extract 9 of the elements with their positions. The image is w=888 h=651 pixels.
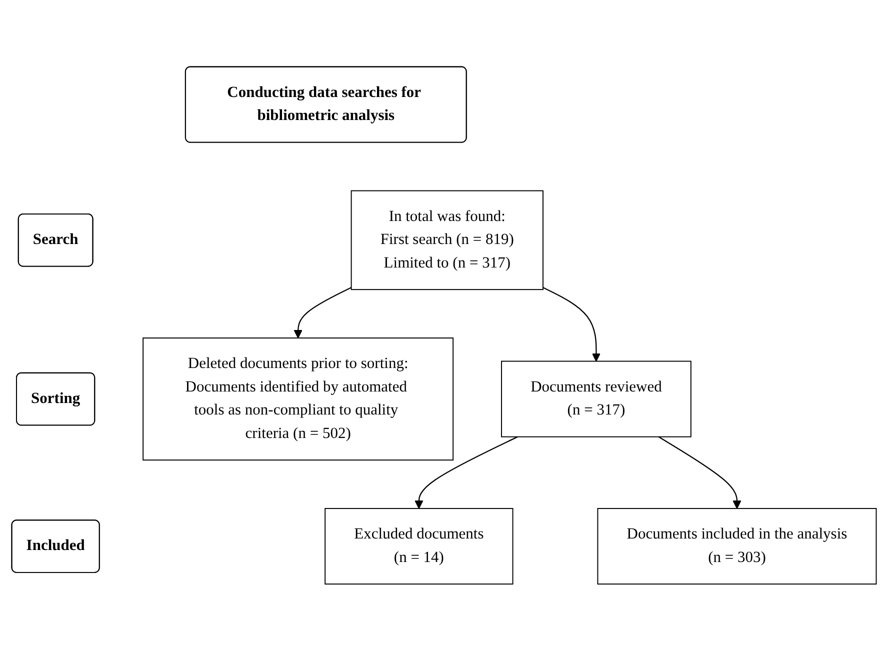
node-box: Documents included in the analysis (n = 303) [597,508,877,585]
node-box: Deleted documents prior to sorting: Documents identified by automated tools as non-compliant to quality criteria (n = 502) [142,338,454,461]
arrow [658,436,742,509]
arrow [542,287,600,362]
node-box: In total was found: First search (n = 819) Limited to (n = 317) [350,190,544,290]
node-box: Documents reviewed (n = 317) [501,360,692,438]
arrow [414,436,518,509]
arrow [294,287,352,338]
node-box: Excluded documents (n = 14) [324,508,514,585]
